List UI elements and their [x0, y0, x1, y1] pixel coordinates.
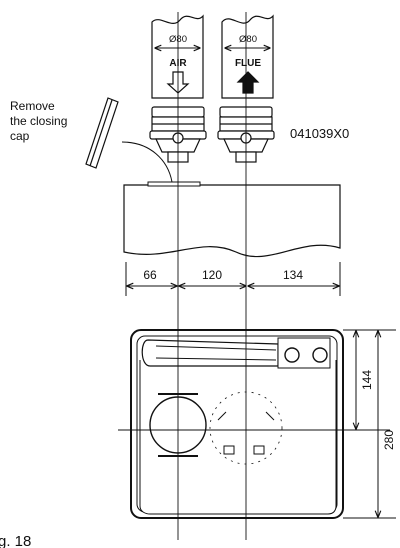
dim-depth-to-center: 144 [360, 370, 374, 390]
air-pipe [151, 14, 204, 99]
cap-opening [147, 181, 201, 187]
dim-between-centers: 120 [202, 268, 222, 282]
connector-right-icon [312, 347, 328, 363]
remove-cap-label: Remove the closing cap [10, 99, 71, 143]
boiler-top-section [123, 184, 341, 258]
flue-arrow-icon [236, 71, 260, 94]
vertical-dimensions [343, 329, 396, 519]
cap-leader-line [121, 141, 173, 183]
flue-label: FLUE [235, 58, 261, 69]
figure-label: g. 18 [0, 533, 31, 548]
boiler-plan-view [130, 329, 344, 519]
dim-left-offset: 66 [143, 268, 157, 282]
horizontal-dimensions [125, 262, 341, 296]
flue-diameter-label: Ø80 [239, 34, 257, 45]
dim-total-depth: 280 [382, 430, 396, 450]
centre-lines [118, 12, 390, 540]
flue-adapter [217, 106, 275, 163]
dim-right-offset: 134 [283, 268, 303, 282]
part-code: 041039X0 [290, 126, 349, 141]
closing-cap [85, 97, 119, 169]
flue-pipe [221, 14, 274, 99]
connector-left-icon [284, 347, 300, 363]
